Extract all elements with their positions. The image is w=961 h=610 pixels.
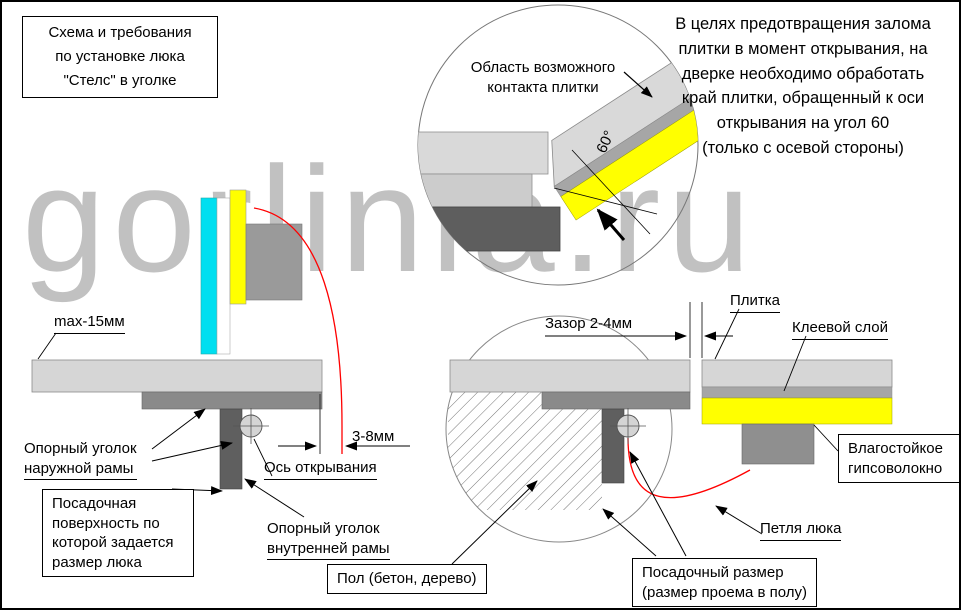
outer-frame-angle xyxy=(141,391,323,410)
angle-reference-line xyxy=(553,187,658,215)
ceiling-slab xyxy=(31,359,323,393)
seat-surface-box: Посадочная поверхность по которой задает… xyxy=(42,489,194,577)
contact-point-arrow xyxy=(596,208,626,241)
fixed-glue-layer xyxy=(418,173,533,208)
angle-bevel-line xyxy=(571,149,651,235)
outer-corner-arrow1 xyxy=(151,408,206,450)
inner-corner-label: Опорный уголок внутренней рамы xyxy=(267,519,390,560)
fixed-frame-block xyxy=(418,206,561,252)
open-position-view xyxy=(31,189,410,518)
door-tile-closed xyxy=(701,359,893,388)
contact-area-label: Область возможного контакта плитки xyxy=(470,59,616,96)
seat-size-arrow1 xyxy=(602,508,657,557)
door-frame-block xyxy=(245,223,303,301)
hinge-arc xyxy=(627,437,751,499)
inner-frame-angle xyxy=(219,408,243,490)
gypsum-box: Влагостойкое гипсоволокно xyxy=(838,434,959,483)
floor-hatch xyxy=(448,392,602,510)
outer-frame-angle-right xyxy=(541,391,691,410)
door-gypsum-layer xyxy=(560,103,698,221)
hinge-label: Петля люка xyxy=(760,519,842,541)
note-text: В целях предотвращения залома плитки в м… xyxy=(675,15,931,157)
glue-label: Клеевой слой xyxy=(792,318,889,340)
closed-position-view xyxy=(445,302,893,565)
seat-size-arrow2 xyxy=(629,451,687,557)
door-air-gap xyxy=(216,197,231,355)
outer-corner-label: Опорный уголок наружной рамы xyxy=(24,439,137,480)
hinge-label-arrow xyxy=(715,505,763,535)
door-glue-closed xyxy=(701,386,893,399)
door-gypsum-closed xyxy=(701,397,893,425)
axis-label: Ось открывания xyxy=(264,458,377,480)
floor-box: Пол (бетон, дерево) xyxy=(327,564,487,594)
swing-arc xyxy=(253,207,343,454)
max-15-label: max-15мм xyxy=(54,312,125,334)
floor-detail-circle xyxy=(445,315,673,543)
gap-2-4-label: Зазор 2-4мм xyxy=(545,315,633,332)
door-frame-block-closed xyxy=(741,423,815,465)
axis-leader xyxy=(253,438,273,477)
floor-label-arrow xyxy=(451,480,538,565)
glue-leader xyxy=(783,335,807,392)
gypsum-leader xyxy=(813,424,839,452)
detail-circle-view xyxy=(417,4,699,286)
tile-leader xyxy=(714,308,740,360)
tile-label: Плитка xyxy=(730,291,781,313)
seat-size-box: Посадочный размер (размер проема в полу) xyxy=(632,558,818,607)
fixed-tile-layer xyxy=(418,131,549,175)
outer-corner-arrow2 xyxy=(151,441,233,462)
inner-corner-arrow xyxy=(244,478,305,518)
gap-3-8-label: 3-8мм xyxy=(352,428,395,445)
door-tile-cyan xyxy=(200,197,218,355)
door-gypsum-yellow xyxy=(229,189,247,305)
title-box: Схема и требования по установке люка "Ст… xyxy=(22,16,218,98)
floor-slab xyxy=(449,359,691,393)
contact-label-arrow xyxy=(623,71,653,98)
max-leader xyxy=(37,332,57,360)
